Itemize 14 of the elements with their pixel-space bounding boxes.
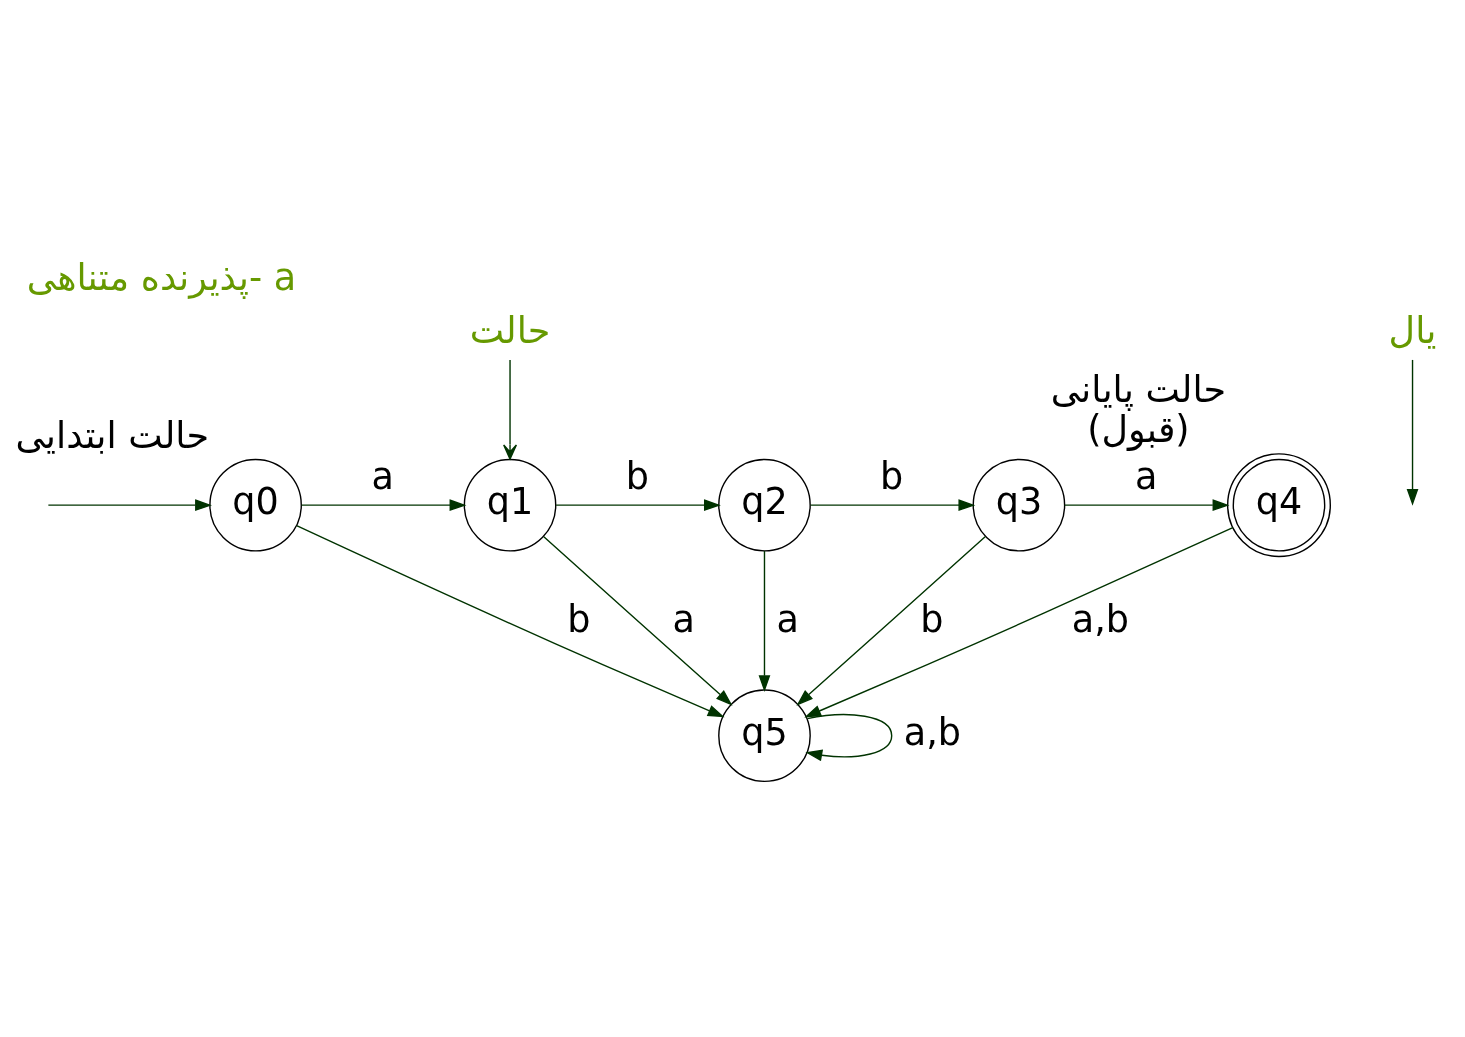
- edge-label: a,b: [903, 710, 962, 754]
- diagram-title: پذیرنده متناهی- a: [26, 256, 297, 300]
- edge-label: a: [1134, 455, 1158, 499]
- edge-label: a: [776, 598, 799, 642]
- edge-label: b: [567, 598, 591, 642]
- node-text: یال: [1388, 308, 1437, 352]
- edge-label: a: [371, 455, 395, 499]
- edge-label: b: [880, 455, 904, 499]
- edge-label: a,b: [1071, 598, 1130, 642]
- edge-label: b: [920, 598, 944, 642]
- node-text: حالت: [469, 308, 551, 352]
- edge-label: b: [625, 455, 649, 499]
- edge-label: a: [672, 598, 695, 642]
- node-label: حالت ابتدایی: [15, 413, 210, 457]
